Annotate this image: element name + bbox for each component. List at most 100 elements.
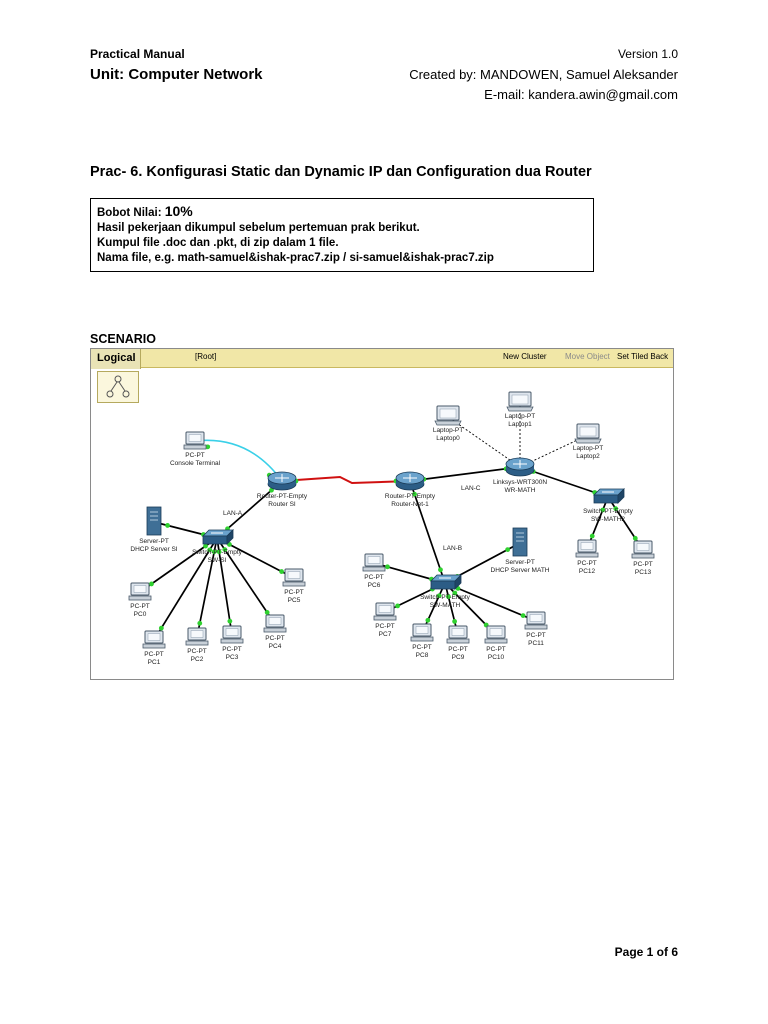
device-label: PC1 [148, 659, 161, 666]
device-label: PC-PT [265, 635, 285, 642]
device-label: PC12 [579, 568, 596, 575]
page-number: Page 1 of 6 [614, 945, 678, 959]
device-label: PC-PT [577, 560, 597, 567]
device-label: Laptop2 [576, 453, 600, 460]
link-label-lan-b: LAN-B [443, 545, 462, 552]
manual-label: Practical Manual [90, 47, 185, 61]
port-led [264, 609, 270, 615]
network-topology-figure: [Root] New Cluster Move Object Set Tiled… [90, 348, 674, 680]
page-title: Prac- 6. Konfigurasi Static dan Dynamic … [90, 164, 592, 180]
link-label-lan-a: LAN-A [223, 510, 243, 517]
pc-icon [128, 582, 152, 601]
switch-icon [593, 488, 625, 504]
device-label: Console Terminal [170, 460, 221, 467]
unit-title: Unit: Computer Network [90, 66, 263, 83]
port-led [269, 487, 274, 493]
router-icon [395, 471, 425, 491]
device-label: PC-PT [284, 589, 304, 596]
bobot-line: Bobot Nilai: 10% [97, 204, 593, 221]
pc-icon [410, 623, 434, 642]
instruction-line-1: Hasil pekerjaan dikumpul sebelum pertemu… [97, 222, 420, 234]
device-label: Router-Net-1 [391, 501, 429, 508]
instruction-line-2: Kumpul file .doc dan .pkt, di zip dalam … [97, 237, 339, 249]
set-tiled-background-button[interactable]: Set Tiled Back [617, 352, 669, 361]
server-icon [512, 527, 528, 557]
device-label: SW-SI [208, 557, 227, 564]
device-label: Laptop1 [508, 421, 532, 428]
pc-icon [185, 627, 209, 646]
tab-logical[interactable]: Logical [91, 349, 141, 369]
email-label: E-mail: kandera.awin@gmail.com [484, 87, 678, 102]
device-label: DHCP Server SI [130, 546, 177, 553]
new-cluster-button[interactable]: New Cluster [503, 352, 547, 361]
navigation-icon[interactable] [97, 371, 139, 403]
device-label: PC4 [269, 643, 282, 650]
port-led [438, 567, 443, 573]
device-label: PC5 [288, 597, 301, 604]
device-label: PC-PT [364, 574, 384, 581]
pc-icon [263, 614, 287, 633]
pc-icon [220, 625, 244, 644]
link-switch-si-to-pc4 [216, 537, 276, 625]
port-led [632, 535, 638, 541]
link-switch-math-to-pc11 [444, 582, 537, 622]
port-led [205, 444, 211, 450]
pc-icon [183, 431, 207, 450]
device-label: PC9 [452, 654, 465, 661]
pc-icon [631, 540, 655, 559]
device-label: Switch-PT-Empty [192, 549, 243, 556]
port-led [613, 506, 619, 512]
device-label: DHCP Server MATH [491, 567, 550, 574]
port-led [197, 620, 203, 626]
device-label: Laptop-PT [433, 427, 463, 434]
device-label: PC3 [226, 654, 239, 661]
device-label: SW-MATH2 [591, 516, 625, 523]
router-icon [505, 457, 535, 477]
bobot-value: 10% [164, 203, 193, 219]
device-label: Linksys-WRT300N [493, 479, 547, 486]
port-led [436, 593, 442, 599]
author-label: Created by: MANDOWEN, Samuel Aleksander [409, 67, 678, 82]
pc-icon [282, 568, 306, 587]
scenario-heading: SCENARIO [90, 332, 156, 346]
device-label: Switch-PT-Empty [420, 594, 471, 601]
device-label: PC2 [191, 656, 204, 663]
link-console-terminal-to-router-si [194, 439, 283, 482]
port-led [452, 619, 458, 624]
pc-icon [575, 539, 599, 558]
port-led [203, 543, 208, 549]
move-object-button[interactable]: Move Object [565, 352, 610, 361]
device-label: WR-MATH [505, 487, 536, 494]
port-led [158, 625, 164, 631]
pc-icon [524, 611, 548, 630]
port-led [211, 549, 217, 555]
device-label: Laptop-PT [573, 445, 603, 452]
